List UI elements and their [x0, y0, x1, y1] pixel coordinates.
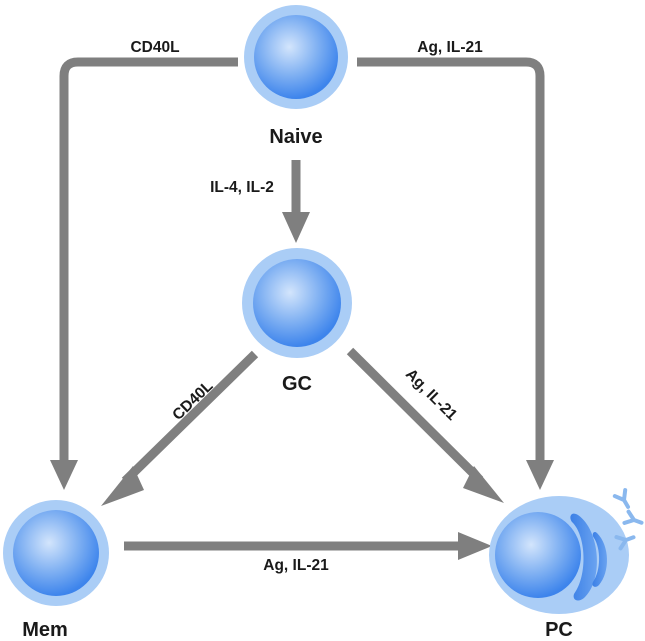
- mem-cell: [3, 500, 109, 606]
- pc-cell: [489, 496, 629, 614]
- arrowhead-gc-to-mem: [101, 466, 144, 506]
- pc-er-outer: [570, 513, 597, 601]
- arrowhead-naive-to-gc: [282, 212, 310, 243]
- edge-naive-to-pc: [357, 57, 554, 490]
- edge-label-naive-to-mem: CD40L: [130, 39, 179, 56]
- edge-gc-to-pc: [346, 347, 504, 503]
- naive-cell: [244, 5, 348, 109]
- edge-naive-to-mem: [50, 57, 238, 490]
- antibody-icon: [622, 509, 644, 525]
- edge-mem-to-pc: [124, 532, 492, 560]
- antibody-icon: [614, 535, 636, 551]
- antibody-icon: [612, 488, 630, 509]
- arrowhead-naive-to-pc: [526, 460, 554, 490]
- arrowhead-naive-to-mem: [50, 460, 78, 490]
- mem-label: Mem: [22, 619, 68, 641]
- arrow-naive-to-pc: [357, 57, 545, 462]
- pc-cell-nucleus: [495, 512, 581, 598]
- gc-label: GC: [282, 373, 312, 395]
- pc-label: PC: [545, 619, 573, 641]
- gc-cell: [242, 248, 352, 358]
- gc-cell-nucleus: [253, 259, 341, 347]
- arrowhead-mem-to-pc: [458, 532, 492, 560]
- arrow-gc-to-pc: [346, 347, 484, 484]
- edge-naive-to-gc: [282, 160, 310, 243]
- pc-er-inner: [592, 531, 608, 587]
- edge-label-naive-to-gc: IL-4, IL-2: [210, 179, 274, 196]
- mem-cell-nucleus: [13, 510, 99, 596]
- naive-cell-nucleus: [254, 15, 338, 99]
- edge-gc-to-mem: [101, 350, 259, 506]
- naive-label: Naive: [269, 126, 322, 148]
- edge-label-mem-to-pc: Ag, IL-21: [263, 557, 329, 574]
- arrow-naive-to-mem: [59, 57, 238, 462]
- edge-label-naive-to-pc: Ag, IL-21: [417, 39, 483, 56]
- arrowhead-gc-to-pc: [463, 466, 504, 503]
- antibody-icon: [612, 488, 644, 551]
- arrow-gc-to-mem: [121, 350, 259, 485]
